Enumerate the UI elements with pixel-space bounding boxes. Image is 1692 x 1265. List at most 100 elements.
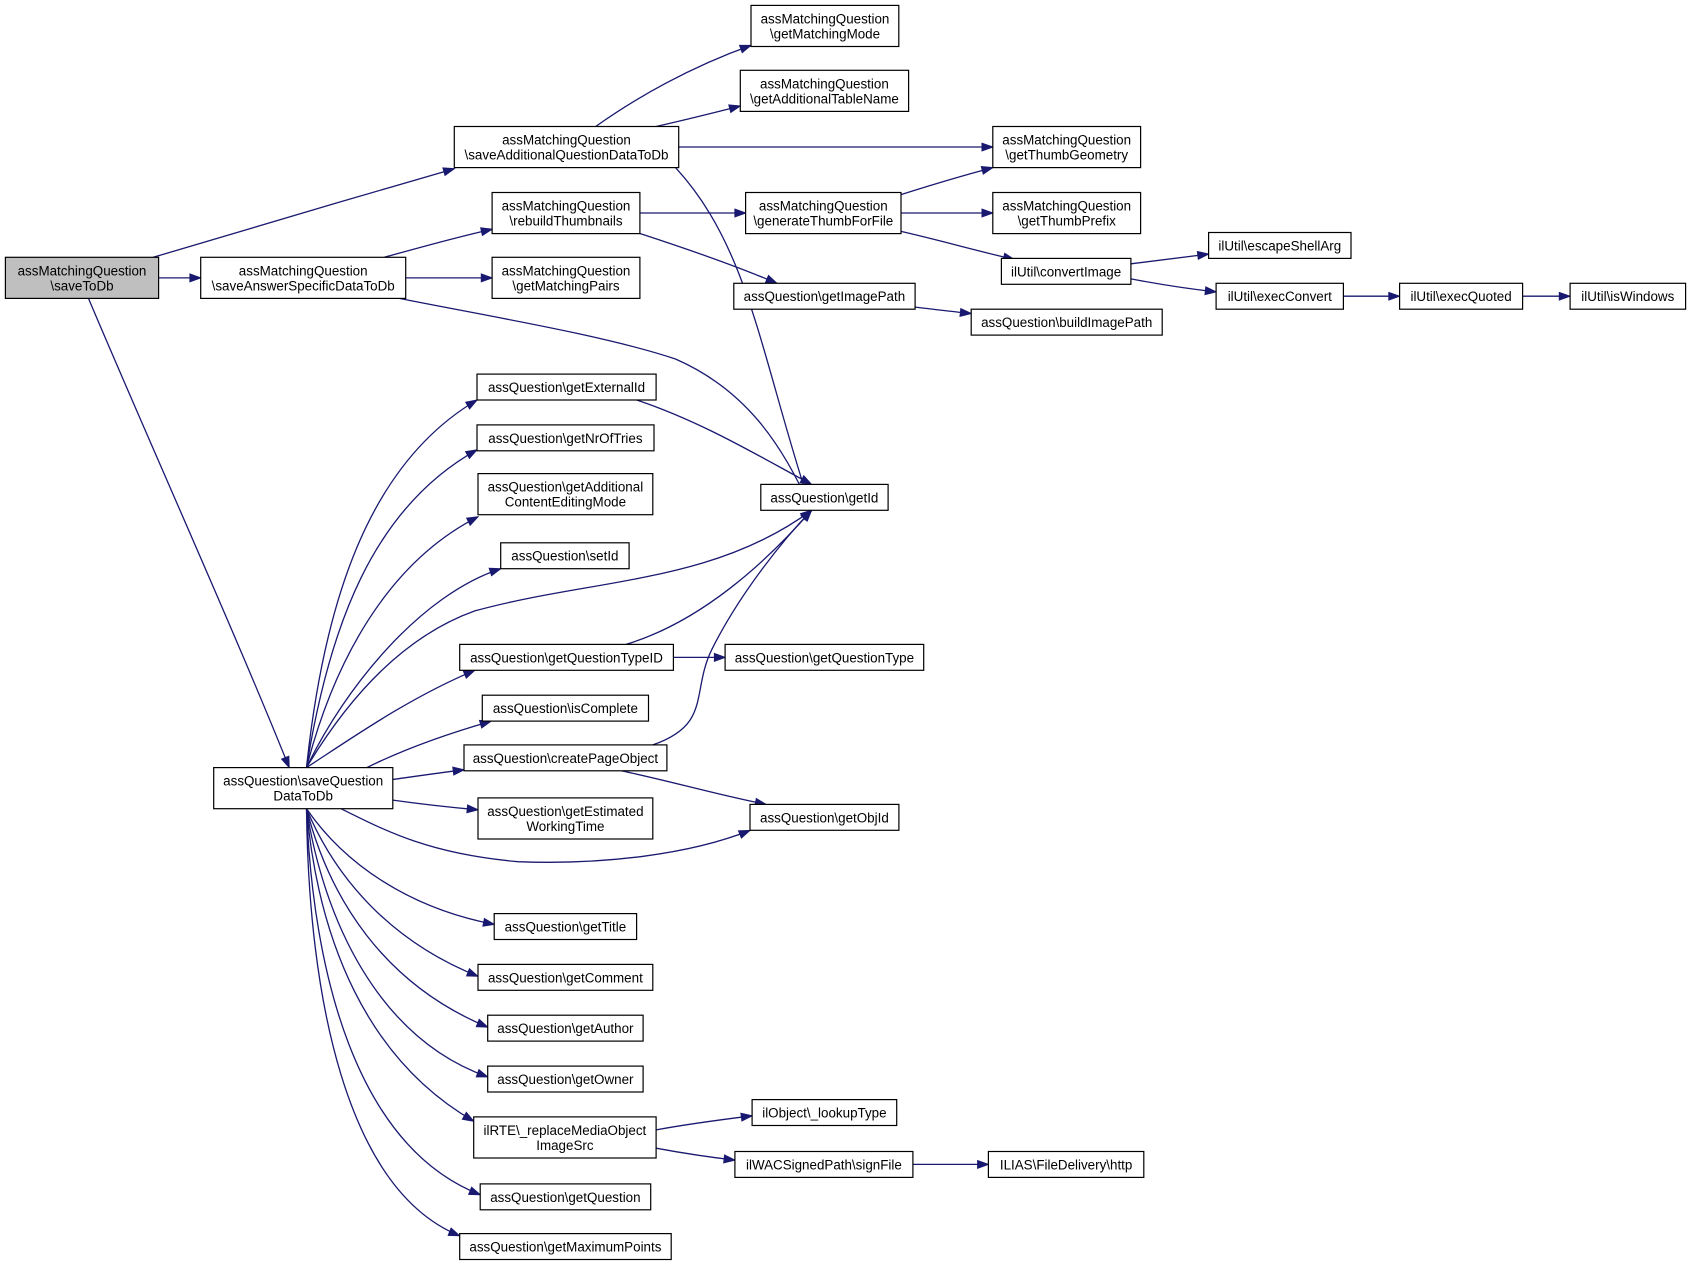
arrowhead [465,967,480,977]
node-box [459,643,675,671]
node-label: ilObject\_lookupType [762,1106,886,1121]
arrowhead [981,208,995,218]
node-getObjId[interactable]: assQuestion\getObjId [749,803,900,831]
node-box [744,191,902,235]
edge-getExternalId-to-getId [636,399,813,486]
node-box [493,912,638,941]
node-getQTypeID[interactable]: assQuestion\getQuestionTypeID [459,643,675,671]
edge-saveQData-to-getExternalId [305,399,479,768]
edge-line [305,568,501,768]
node-label: ILIAS\FileDelivery\http [1000,1157,1132,1172]
node-getAuthor[interactable]: assQuestion\getAuthor [487,1014,644,1042]
node-execQuoted[interactable]: ilUtil\execQuoted [1398,282,1524,310]
node-lookupType[interactable]: ilObject\_lookupType [751,1098,898,1127]
node-label: assQuestion\getMaximumPoints [469,1240,661,1255]
node-box [477,797,654,840]
node-label: assQuestion\buildImagePath [981,315,1152,330]
edge-saveQData-to-getAddContent [305,516,480,768]
node-box [724,643,925,671]
edge-convertImage-to-escapeShellArg [1130,250,1211,265]
node-getOwner[interactable]: assQuestion\getOwner [487,1065,644,1093]
edge-line [305,808,488,1028]
node-rebuildThumbs[interactable]: assMatchingQuestion\rebuildThumbnails [491,191,641,235]
node-saveToDb[interactable]: assMatchingQuestion\saveToDb [4,256,160,299]
node-label: assQuestion\getQuestion [490,1190,640,1205]
edge-line [900,166,993,196]
edge-createPage-to-getId [652,509,813,746]
node-box [1000,257,1132,285]
node-label: assQuestion\getObjId [760,810,889,825]
arrowhead [980,166,995,175]
edge-saveQData-to-setId [305,567,503,768]
edge-saveAnswer-to-getMatchingPairs [405,273,494,283]
edge-saveToDb-to-saveQData [87,298,290,769]
arrowhead [728,104,742,114]
node-label: \generateThumbForFile [753,214,893,229]
edge-saveAdditional-to-getMatchingMode [595,44,753,128]
edge-line [399,297,813,511]
node-label: ilWACSignedPath\signFile [746,1157,902,1172]
node-label: assQuestion\getId [770,490,878,505]
node-isComplete[interactable]: assQuestion\isComplete [481,694,650,722]
arrowhead [480,273,494,283]
node-genThumb[interactable]: assMatchingQuestion\generateThumbForFile [744,191,902,235]
node-label: WorkingTime [526,819,604,834]
node-getMatchingMode[interactable]: assMatchingQuestion\getMatchingMode [750,4,900,48]
node-label: DataToDb [273,789,333,804]
edge-saveAdditional-to-getAddTable [655,104,742,128]
edge-replaceMedia-to-lookupType [655,1112,754,1131]
node-signFile[interactable]: ilWACSignedPath\signFile [734,1150,914,1178]
node-box [1215,282,1344,310]
node-box [751,1098,898,1127]
node-fileDelivery[interactable]: ILIAS\FileDelivery\http [987,1150,1145,1178]
arrowhead [800,509,813,522]
edge-line [652,509,812,746]
node-getImagePath[interactable]: assQuestion\getImagePath [733,282,916,310]
node-getAddTable[interactable]: assMatchingQuestion\getAdditionalTableNa… [739,69,910,113]
arrowhead [482,917,496,927]
edge-line [625,509,812,646]
node-getQuestion[interactable]: assQuestion\getQuestion [479,1183,652,1211]
arrowhead [475,1018,490,1028]
edges [87,44,1572,1237]
edge-genThumb-to-getThumbGeom [900,166,995,196]
edge-line [305,509,812,768]
edge-saveQData-to-getQuestion [305,808,482,1196]
node-label: assMatchingQuestion [239,263,368,278]
node-convertImage[interactable]: ilUtil\convertImage [1000,257,1132,285]
node-label: assQuestion\getEstimated [487,804,643,819]
node-box [487,1065,644,1093]
node-box [739,69,910,113]
node-getComment[interactable]: assQuestion\getComment [477,963,654,991]
node-createPage[interactable]: assQuestion\createPageObject [463,744,668,772]
node-isWindows[interactable]: ilUtil\isWindows [1569,282,1687,310]
node-getTitle[interactable]: assQuestion\getTitle [493,912,638,941]
arrowhead [1388,291,1402,301]
node-setId[interactable]: assQuestion\setId [500,542,630,570]
node-getMatchingPairs[interactable]: assMatchingQuestion\getMatchingPairs [491,256,641,299]
node-getNrOfTries[interactable]: assQuestion\getNrOfTries [476,424,655,452]
node-execConvert[interactable]: ilUtil\execConvert [1215,282,1344,310]
edge-line [305,399,478,768]
node-getThumbGeom[interactable]: assMatchingQuestion\getThumbGeometry [992,125,1142,169]
node-box [1569,282,1687,310]
node-getMaxPoints[interactable]: assQuestion\getMaximumPoints [459,1232,672,1261]
node-label: assQuestion\getComment [488,970,643,985]
node-label: assMatchingQuestion [759,199,888,214]
node-saveAdditional[interactable]: assMatchingQuestion\saveAdditionalQuesti… [453,125,680,169]
node-label: assMatchingQuestion [502,199,631,214]
node-getId[interactable]: assQuestion\getId [760,483,889,511]
node-buildImagePath[interactable]: assQuestion\buildImagePath [970,308,1163,336]
node-getQType[interactable]: assQuestion\getQuestionType [724,643,925,671]
arrowhead [738,44,753,54]
node-saveAnswer[interactable]: assMatchingQuestion\saveAnswerSpecificDa… [200,256,407,299]
node-getExternalId[interactable]: assQuestion\getExternalId [476,373,657,401]
node-getThumbPrefix[interactable]: assMatchingQuestion\getThumbPrefix [992,191,1142,235]
node-getAddContent[interactable]: assQuestion\getAdditionalContentEditingM… [477,473,654,516]
nodes: assMatchingQuestion\saveToDb assMatchingQ… [4,4,1687,1261]
node-escapeShellArg[interactable]: ilUtil\escapeShellArg [1207,231,1352,259]
edge-saveQData-to-getObjId [340,808,752,863]
